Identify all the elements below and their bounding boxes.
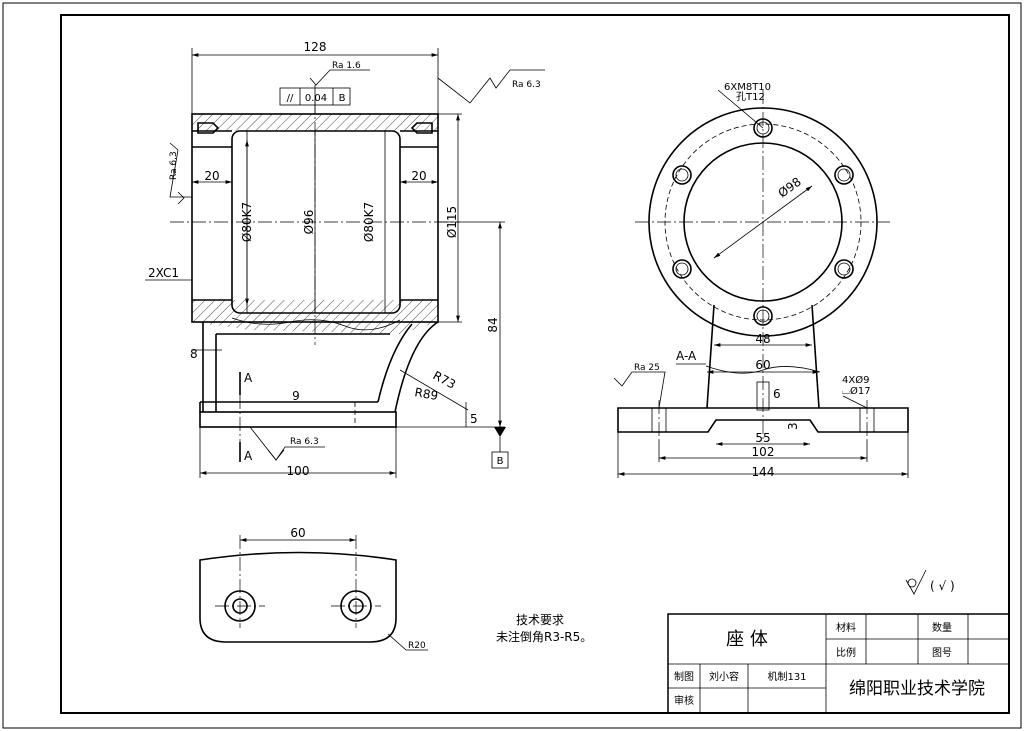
dim-rib: 8 — [190, 347, 198, 361]
svg-text:60: 60 — [755, 358, 770, 372]
dim-pcd: Ø98 — [776, 175, 804, 201]
bottom-corner-radius: R20 — [408, 641, 426, 651]
svg-text:数量: 数量 — [932, 621, 952, 634]
base-holes-2: ⌴Ø17 — [842, 385, 871, 397]
svg-text:制图: 制图 — [674, 670, 694, 683]
dim-base-len: 100 — [287, 464, 310, 478]
section-mark-bottom: A — [244, 449, 253, 463]
dim-bore-mid: Ø96 — [302, 210, 316, 235]
datum-label: B — [497, 456, 504, 467]
drawn-by: 刘小容 — [709, 670, 739, 683]
tech-req-title: 技术要求 — [516, 613, 564, 627]
dim-base-offset: 5 — [470, 412, 478, 426]
dim-bore-right: Ø80K7 — [362, 202, 376, 242]
dim-step-right: 20 — [411, 169, 426, 183]
bottom-hole-spacing: 60 — [290, 526, 305, 540]
school-name: 绵阳职业技术学院 — [849, 679, 985, 699]
svg-text:6: 6 — [773, 387, 781, 401]
dim-base-thk: 9 — [292, 389, 300, 403]
dim-total-width: 128 — [304, 40, 327, 54]
section-label: A-A — [676, 349, 697, 363]
svg-text:144: 144 — [752, 465, 775, 479]
svg-text://: // — [287, 93, 294, 104]
svg-text:Ra 1.6: Ra 1.6 — [332, 61, 361, 71]
svg-text:102: 102 — [752, 445, 775, 459]
tolerance-frame: // 0.04 B — [279, 85, 351, 114]
base-holes-1: 4XØ9 — [842, 374, 869, 386]
svg-text:48: 48 — [755, 332, 770, 346]
side-view — [617, 90, 909, 440]
hole-callout-2: 孔T12 — [736, 91, 765, 103]
front-view-dimensions: 128 Ø80K7 Ø96 Ø80K7 Ø115 20 20 2XC1 84 B… — [145, 40, 509, 478]
dim-height: 84 — [486, 317, 500, 332]
section-mark-top: A — [244, 371, 253, 385]
svg-text:审核: 审核 — [674, 694, 694, 707]
dim-bore-left: Ø80K7 — [240, 202, 254, 242]
svg-text:Ra 6.3: Ra 6.3 — [169, 151, 179, 180]
dim-radius-inner: R89 — [413, 385, 439, 403]
front-view — [170, 100, 460, 442]
dim-chamfer: 2XC1 — [148, 266, 179, 280]
class-name: 机制131 — [767, 670, 806, 683]
svg-text:55: 55 — [755, 431, 770, 445]
roughness-symbols-front: Ra 1.6 Ra 6.3 Ra 6.3 Ra 6.3 — [169, 61, 545, 461]
svg-text:B: B — [339, 93, 346, 104]
svg-text:Ra 6.3: Ra 6.3 — [512, 80, 541, 90]
drawing-frame — [60, 14, 1010, 714]
svg-text:比例: 比例 — [836, 646, 856, 659]
svg-text:Ra 6.3: Ra 6.3 — [290, 437, 319, 447]
technical-requirements: 技术要求 未注倒角R3-R5。 — [496, 613, 592, 644]
svg-text:材料: 材料 — [836, 621, 856, 634]
svg-text:0.04: 0.04 — [305, 93, 327, 104]
part-name: 座 体 — [726, 629, 768, 650]
title-block: 座 体 材料 数量 比例 图号 制图 刘小容 机制131 审核 绵阳职业技术学院 — [667, 613, 1010, 714]
svg-text:图号: 图号 — [932, 647, 952, 659]
tech-req-line1: 未注倒角R3-R5。 — [496, 629, 592, 644]
hole-callout-1: 6XM8T10 — [724, 82, 771, 93]
svg-text:Ra 25: Ra 25 — [634, 363, 660, 373]
svg-text:( √ ): ( √ ) — [930, 579, 955, 593]
dim-step-left: 20 — [204, 169, 219, 183]
bottom-view: 60 R20 — [199, 526, 428, 651]
side-view-dimensions: 6XM8T10 孔T12 Ø98 48 60 6 3 55 102 144 4X… — [613, 82, 909, 479]
roughness-note: ( √ ) — [905, 569, 955, 595]
svg-text:3: 3 — [786, 422, 800, 430]
